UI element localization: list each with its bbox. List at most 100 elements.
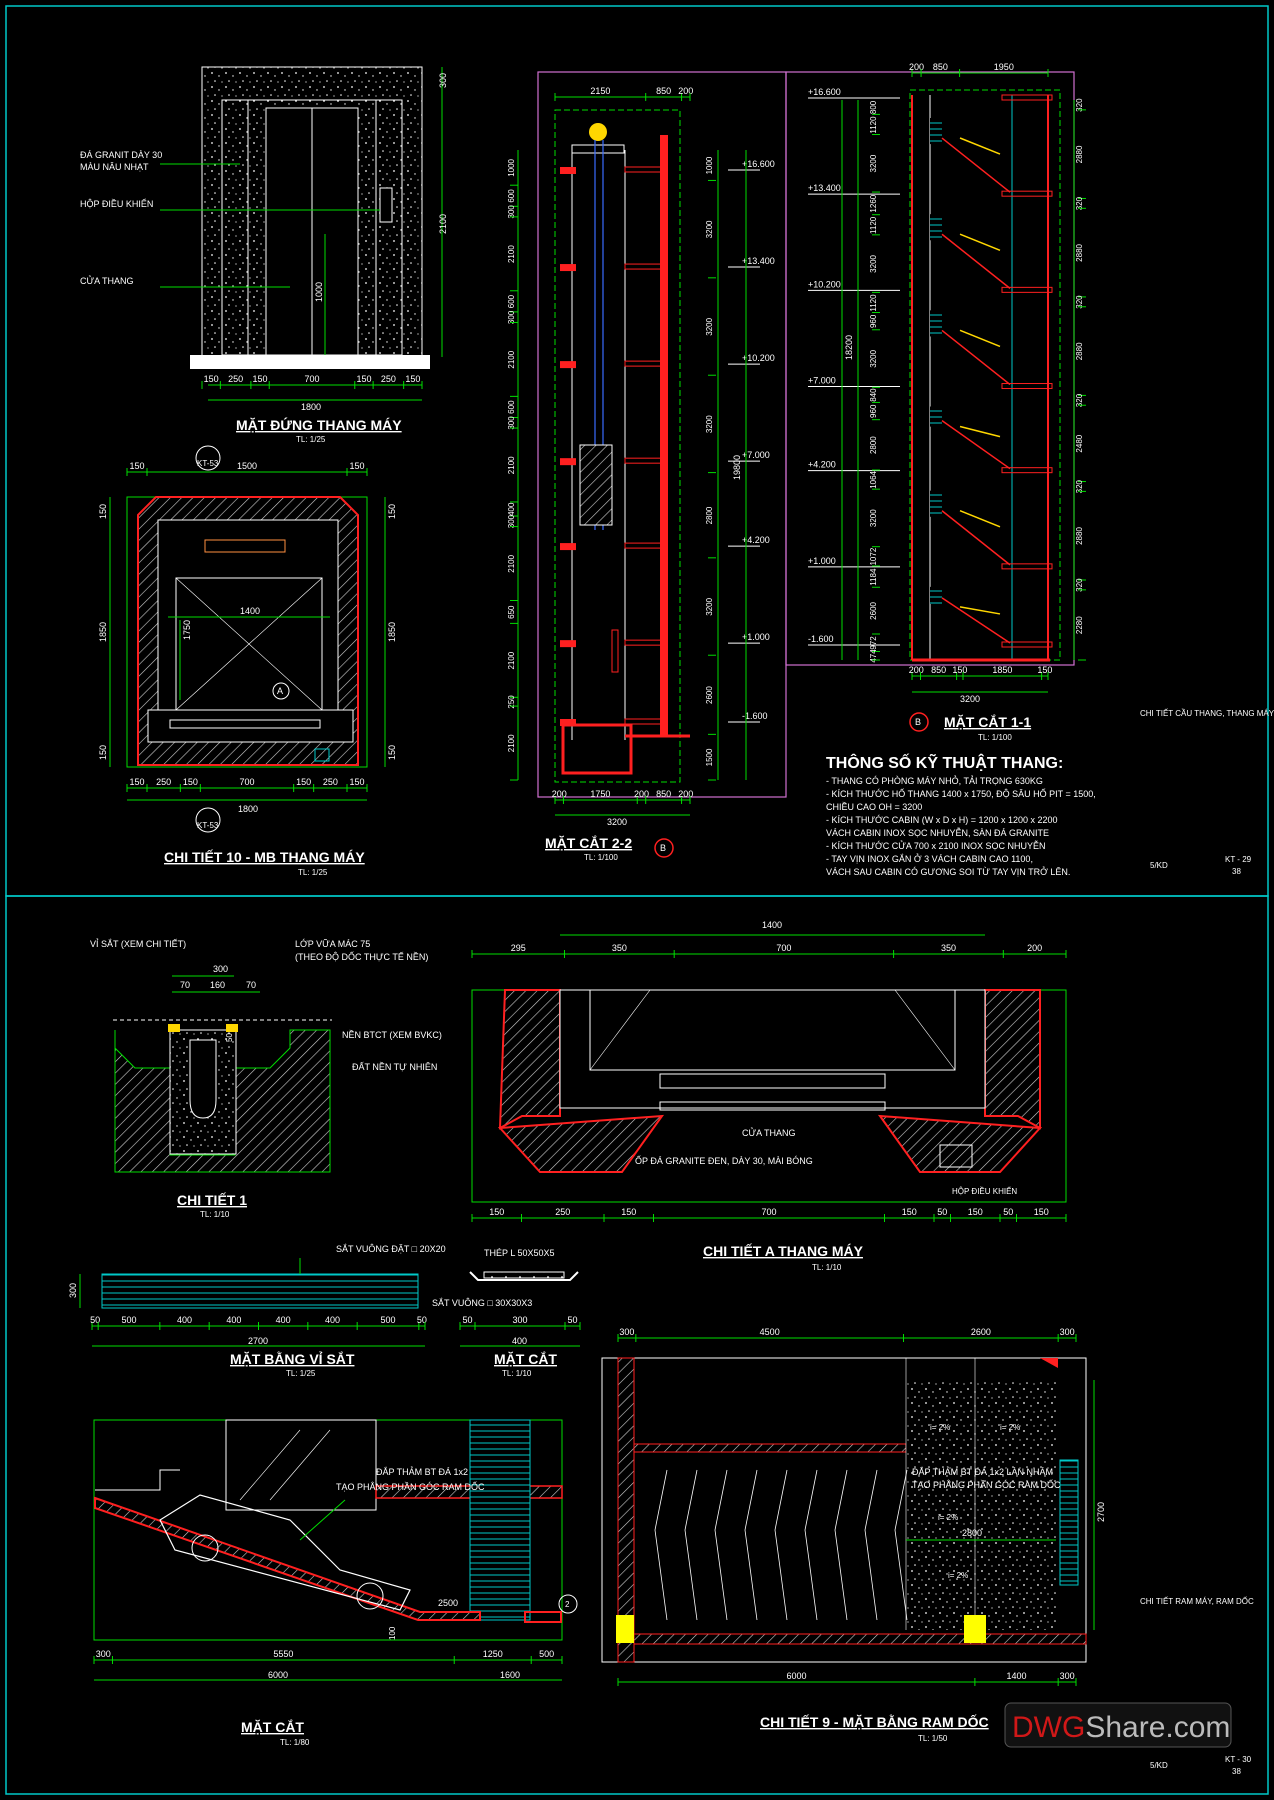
machine-icon (589, 123, 607, 141)
spec-line: VÁCH SAU CABIN CÓ GƯƠNG SOI TỪ TAY VỊN T… (826, 866, 1070, 877)
grate-note-angle: THÉP L 50X50X5 (484, 1248, 555, 1258)
plan-dim-total: 1800 (238, 804, 258, 814)
plan-dim-top: 150 (130, 461, 145, 471)
sec22-dim-left: 300 (507, 514, 516, 528)
sec11-dim-right: 2880 (1075, 243, 1084, 261)
sec22-slab (560, 543, 576, 551)
section-2-2: +16.600+13.400+10.200+7.000+4.200+1.000-… (507, 71, 787, 862)
sec22-slab (624, 639, 666, 646)
sec11-flight (941, 597, 1011, 644)
ramp-sec-dim: 300 (96, 1649, 111, 1659)
sec22-dim-right: 2600 (705, 686, 714, 704)
spec-line: - THANG CÓ PHÒNG MÁY NHỎ, TẢI TRỌNG 630K… (826, 775, 1043, 786)
ramp-sec-h: 100 (388, 1626, 397, 1640)
ramp-plan-scale: TL: 1/50 (918, 1734, 948, 1743)
elev-dim-bottom: 150 (204, 374, 219, 384)
sec22-dim-left: 300 (507, 416, 516, 430)
sec11-dim-right: 2880 (1075, 342, 1084, 360)
elev-dim-right-1: 300 (438, 73, 448, 88)
sec22-dim-right: 1500 (705, 748, 714, 766)
sec22-slab (624, 718, 666, 725)
upper-tb-ref: 5/KD (1150, 861, 1168, 870)
lower-title-block: CHI TIẾT RAM MÁY, RAM DỐC 5/KD KT - 30 3… (1140, 1596, 1254, 1776)
sec22-level-label: +10.200 (742, 353, 775, 363)
section-mark-icon (909, 712, 929, 732)
grate-sec-title: MẶT CẮT (494, 1350, 557, 1367)
dA-dim-bottom: 150 (902, 1207, 917, 1217)
elev-dim-bottom: 150 (405, 374, 420, 384)
spec-notes: THÔNG SỐ KỸ THUẬT THANG: - THANG CÓ PHÒN… (826, 752, 1096, 877)
ramp-plan-dim-top: 300 (1060, 1327, 1075, 1337)
lower-tb-sheet: 38 (1232, 1767, 1241, 1776)
elev-dim-total: 1800 (301, 402, 321, 412)
sec22-slab (560, 640, 576, 648)
sec11-dim-right: 2480 (1075, 434, 1084, 452)
elev-title: MẶT ĐỨNG THANG MÁY (236, 416, 402, 433)
d1-dim-1: 70 (180, 980, 190, 990)
sec11-level-label: +16.600 (808, 87, 841, 97)
elev-dim-inner: 1000 (314, 282, 324, 302)
sec11-dim-bottom: 200 (909, 665, 924, 675)
sec22-dim-left: 600 (507, 189, 516, 203)
sec11-flight (941, 329, 1011, 386)
sec11-landing (1001, 190, 1053, 197)
sec11-dim-overall: 18200 (844, 335, 854, 360)
ramp-sec-scale: TL: 1/80 (280, 1738, 310, 1747)
spec-line: - TAY VỊN INOX GẮN Ở 3 VÁCH CABIN CAO 11… (826, 853, 1033, 864)
ramp-plan-slope-3: i= 2% (938, 1513, 958, 1522)
sec11-flight (941, 510, 1011, 566)
elev-dim-bottom: 250 (228, 374, 243, 384)
dA-title: CHI TIẾT A THANG MÁY (703, 1243, 864, 1259)
sec11-dim-left: 1120 (869, 294, 878, 312)
sec11-level-label: +7.000 (808, 376, 836, 386)
d1-note-slab: NỀN BTCT (XEM BVKC) (342, 1030, 442, 1040)
ramp-plan-slope-4: i= 2% (948, 1571, 968, 1580)
sec11-landing (1001, 94, 1053, 101)
sec22-dim-left: 2100 (507, 554, 516, 572)
ramp-plan-dim-top: 300 (619, 1327, 634, 1337)
detail-mark-icon (272, 682, 290, 700)
sec11-dim-left: 800 (869, 100, 878, 114)
spec-line: - KÍCH THƯỚC CỬA 700 x 2100 INOX SỌC NHU… (826, 840, 1045, 851)
ramp-chevron (714, 1469, 728, 1621)
ramp-sec-total-2: 1600 (500, 1670, 520, 1680)
note-door: CỬA THANG (80, 275, 134, 286)
ramp-plan-slope-1: i= 2% (930, 1423, 950, 1432)
sec11-handrail (959, 425, 1001, 438)
sec22-slab (560, 167, 576, 174)
sec11-landing (1001, 286, 1053, 293)
sec11-handrail (959, 137, 1001, 155)
upper-tb-name: CHI TIẾT CẦU THANG, THANG MÁY (1140, 708, 1274, 718)
control-box-icon (314, 748, 330, 762)
dA-dim-top: 350 (941, 943, 956, 953)
sec11-dim-left: 1120 (869, 216, 878, 234)
section-tag-icon (195, 445, 221, 471)
ramp-sec-note-2: TẠO PHẲNG PHẦN GÓC RAM DỐC (336, 1481, 485, 1492)
dA-dim-top: 200 (1027, 943, 1042, 953)
plan-dim-top: 150 (350, 461, 365, 471)
sec22-level-label: +4.200 (742, 535, 770, 545)
sec11-handrail (959, 329, 1001, 348)
spec-line: CHIỀU CAO OH = 3200 (826, 802, 922, 812)
detail-a-elevator: CỬA THANG ỐP ĐÁ GRANITE ĐEN, DÀY 30, MÀI… (471, 920, 1067, 1272)
grate-dim-plan: 50 (90, 1315, 100, 1325)
dA-scale: TL: 1/10 (812, 1263, 842, 1272)
sec11-dim-right: 2880 (1075, 527, 1084, 545)
sec22-dim-left: 2100 (507, 350, 516, 368)
sec11-landing (1001, 383, 1053, 390)
sec22-dim-overall: 19800 (732, 455, 742, 480)
sec11-dim-top: 850 (933, 62, 948, 72)
dA-dim-bottom: 150 (968, 1207, 983, 1217)
d1-note-mortar-2: (THEO ĐỘ DỐC THỰC TẾ NỀN) (295, 951, 428, 962)
grate-plan-scale: TL: 1/25 (286, 1369, 316, 1378)
sec11-flight-up (930, 406, 942, 427)
sec11-dim-bottom: 850 (931, 665, 946, 675)
sec11-dim-left: 960 (869, 314, 878, 328)
sec22-dim-left: 2100 (507, 245, 516, 263)
lower-tb-ref: 5/KD (1150, 1761, 1168, 1770)
sec11-level-label: +4.200 (808, 460, 836, 470)
ramp-plan-slope-2: i= 2% (1000, 1423, 1020, 1432)
spec-line: VÁCH CABIN INOX SỌC NHUYỄN, SÀN ĐÁ GRANI… (826, 827, 1049, 838)
sec22-dim-left: 400 (507, 502, 516, 516)
